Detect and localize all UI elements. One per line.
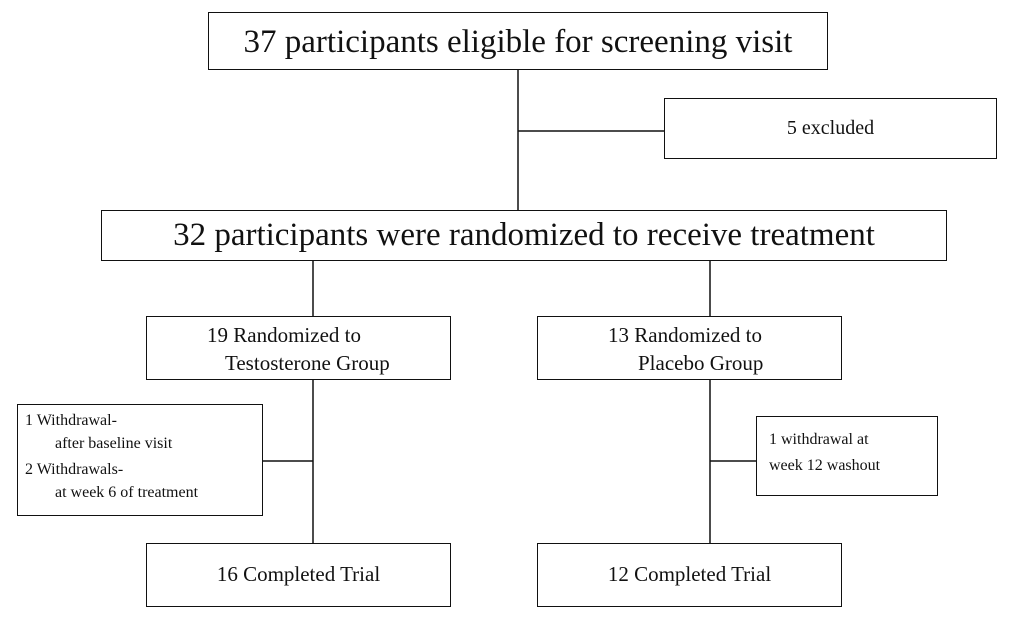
placebo-completed-text: 12 Completed Trial: [607, 562, 772, 586]
testosterone-group-box: 19 Randomized to Testosterone Group: [146, 316, 451, 380]
testosterone-withdrawals-box: 1 Withdrawal- after baseline visit 2 Wit…: [17, 404, 263, 516]
placebo-line2: Placebo Group: [638, 351, 764, 375]
withdrawal-1-line2: after baseline visit: [55, 435, 173, 452]
excluded-text: 5 excluded: [786, 117, 875, 139]
testosterone-line2: Testosterone Group: [225, 351, 390, 375]
randomized-text: 32 participants were randomized to recei…: [173, 217, 875, 253]
placebo-withdrawal-box: 1 withdrawal at week 12 washout: [756, 416, 938, 496]
excluded-box: 5 excluded: [664, 98, 997, 159]
randomized-box: 32 participants were randomized to recei…: [101, 210, 947, 261]
withdrawal-1-line1: 1 Withdrawal-: [25, 412, 117, 429]
placebo-withdrawal-line1: 1 withdrawal at: [769, 431, 869, 448]
testosterone-completed-box: 16 Completed Trial: [146, 543, 451, 607]
testosterone-line1: 19 Randomized to: [207, 323, 361, 347]
placebo-line1: 13 Randomized to: [608, 323, 762, 347]
placebo-group-box: 13 Randomized to Placebo Group: [537, 316, 842, 380]
withdrawal-2-line2: at week 6 of treatment: [55, 484, 199, 501]
placebo-completed-box: 12 Completed Trial: [537, 543, 842, 607]
screening-box: 37 participants eligible for screening v…: [208, 12, 828, 70]
withdrawal-2-line1: 2 Withdrawals-: [25, 461, 124, 478]
testosterone-completed-text: 16 Completed Trial: [216, 562, 381, 586]
placebo-withdrawal-line2: week 12 washout: [769, 457, 881, 474]
screening-text: 37 participants eligible for screening v…: [243, 24, 793, 60]
